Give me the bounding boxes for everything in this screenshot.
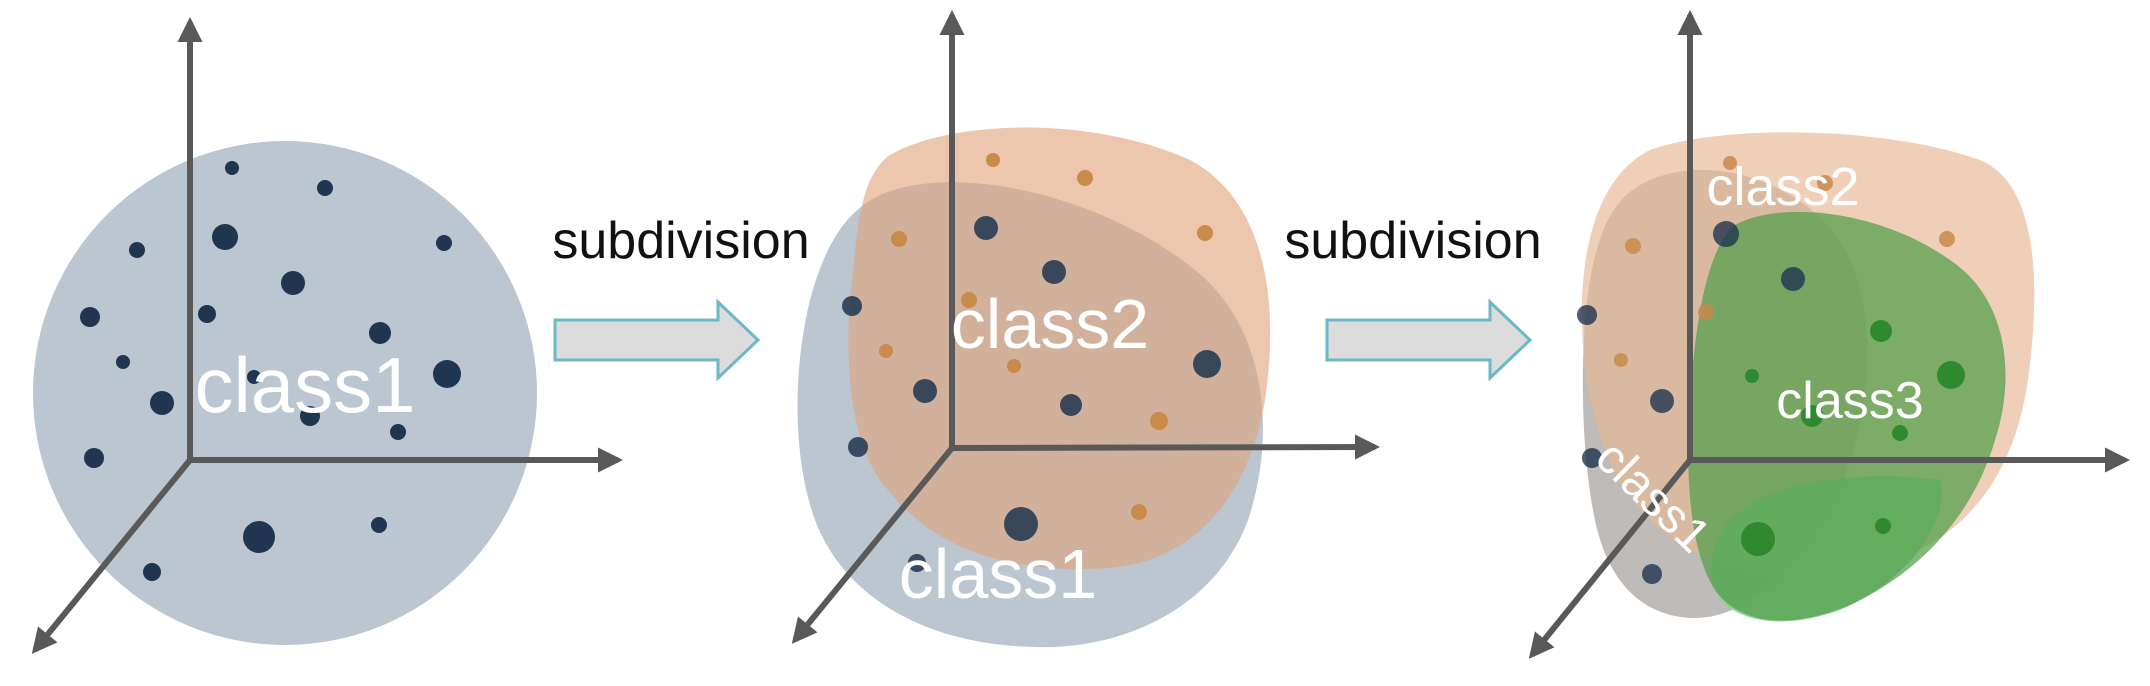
data-point <box>1007 359 1021 373</box>
data-point <box>1939 231 1955 247</box>
class1-label: class1 <box>194 341 415 429</box>
data-point <box>390 424 406 440</box>
data-point <box>433 360 461 388</box>
class1-label: class1 <box>899 535 1097 613</box>
data-point <box>1741 522 1775 556</box>
class1-points <box>80 161 461 581</box>
data-point <box>908 554 926 572</box>
data-point <box>1625 238 1641 254</box>
data-point <box>879 344 893 358</box>
transition-1: subdivision <box>552 212 810 382</box>
data-point <box>129 242 145 258</box>
data-point <box>986 153 1000 167</box>
data-point <box>247 370 261 384</box>
data-point <box>842 296 862 316</box>
data-point <box>1801 405 1823 427</box>
right-arrow <box>1325 298 1533 382</box>
class2-points <box>1614 156 1955 367</box>
data-point <box>1723 156 1737 170</box>
data-point <box>1870 320 1892 342</box>
data-point <box>1745 369 1759 383</box>
subdivision-label: subdivision <box>552 212 809 270</box>
axes <box>31 16 624 654</box>
data-point <box>1875 518 1891 534</box>
data-point <box>974 216 998 240</box>
data-point <box>1937 361 1965 389</box>
class3-label: class3 <box>1776 372 1923 430</box>
panel-3: class2 class3 class1 <box>1528 9 2131 659</box>
class3-region <box>1688 211 2006 621</box>
y-axis <box>31 458 193 654</box>
data-point <box>848 437 868 457</box>
class1-points <box>1577 221 1805 584</box>
data-point <box>1892 425 1908 441</box>
data-point <box>1577 305 1597 325</box>
data-point <box>1060 394 1082 416</box>
data-point <box>1582 448 1602 468</box>
data-point <box>369 322 391 344</box>
data-point <box>1131 504 1147 520</box>
data-point <box>150 391 174 415</box>
y-axis <box>1528 458 1693 659</box>
panel-2: class2 class1 <box>791 9 1381 648</box>
data-point <box>1650 389 1674 413</box>
panel-1: class1 <box>31 16 624 654</box>
data-point <box>1614 353 1628 367</box>
data-point <box>300 406 320 426</box>
data-point <box>371 517 387 533</box>
data-point <box>891 231 907 247</box>
data-point <box>1781 267 1805 291</box>
data-point <box>1150 412 1168 430</box>
data-point <box>317 180 333 196</box>
data-point <box>243 521 275 553</box>
right-arrow <box>553 298 761 382</box>
data-point <box>143 563 161 581</box>
data-point <box>961 292 977 308</box>
data-point <box>1713 221 1739 247</box>
class2-label: class2 <box>1706 157 1859 217</box>
data-point <box>225 161 239 175</box>
axes <box>791 9 1381 644</box>
data-point <box>1817 175 1833 191</box>
data-point <box>116 355 130 369</box>
data-point <box>1004 507 1038 541</box>
class3-points <box>1741 320 1965 556</box>
class1-region <box>33 141 537 645</box>
data-point <box>1042 260 1066 284</box>
y-axis <box>791 446 955 644</box>
data-point <box>1197 225 1213 241</box>
subdivision-label: subdivision <box>1284 212 1541 270</box>
data-point <box>80 307 100 327</box>
data-point <box>1698 304 1714 320</box>
data-point <box>1193 350 1221 378</box>
data-point <box>436 235 452 251</box>
data-point <box>281 271 305 295</box>
data-point <box>913 379 937 403</box>
data-point <box>198 305 216 323</box>
x-axis <box>951 434 1381 460</box>
axes <box>1528 9 2131 659</box>
data-point <box>212 224 238 250</box>
data-point <box>1077 170 1093 186</box>
transition-2: subdivision <box>1284 212 1542 382</box>
class1-points <box>842 216 1221 572</box>
class2-points <box>879 153 1213 520</box>
data-point <box>1642 564 1662 584</box>
data-point <box>84 448 104 468</box>
class2-label: class2 <box>951 285 1149 363</box>
